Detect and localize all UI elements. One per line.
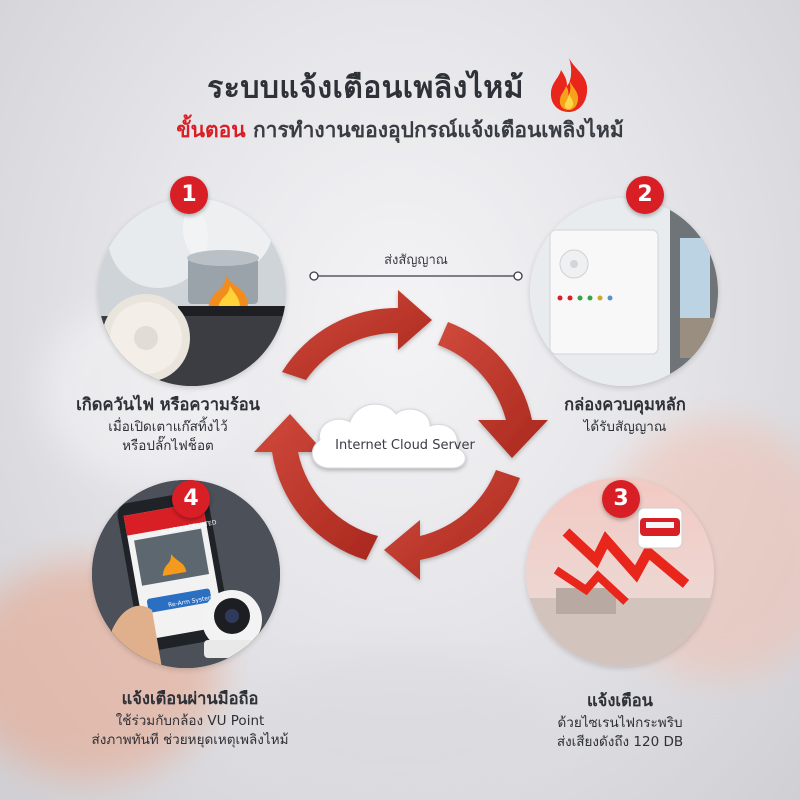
step-2-title: กล่องควบคุมหลัก — [564, 395, 686, 414]
step-1-caption: เกิดควันไฟ หรือความร้อน เมื่อเปิดเตาแก๊ส… — [18, 392, 318, 456]
signal-line — [309, 271, 523, 281]
subtitle-highlight: ขั้นตอน — [176, 118, 246, 142]
step-4-caption: แจ้งเตือนผ่านมือถือ ใช้ร่วมกับกล้อง VU P… — [40, 686, 340, 750]
cloud-server-label: Internet Cloud Server — [335, 438, 475, 453]
smoke-bottom — [250, 650, 550, 800]
step-1-title: เกิดควันไฟ หรือความร้อน — [76, 395, 260, 414]
step-2-photo — [530, 198, 718, 386]
step-2-badge: 2 — [626, 176, 664, 214]
step-4-title: แจ้งเตือนผ่านมือถือ — [121, 689, 259, 708]
step-2-line-1: ได้รับสัญญาณ — [583, 419, 667, 435]
step-4-line-1: ใช้ร่วมกับกล้อง VU Point — [115, 713, 265, 729]
step-4-line-2: ส่งภาพทันที ช่วยหยุดเหตุเพลิงไหม้ — [91, 732, 289, 748]
step-3-line-1: ด้วยไซเรนไฟกระพริบ — [557, 715, 683, 731]
cloud-icon — [311, 403, 466, 469]
cycle-arrow-right — [438, 322, 548, 458]
fire-icon — [545, 56, 593, 122]
cycle-arrow-bottom — [384, 470, 520, 580]
step-1-photo — [98, 198, 286, 386]
step-4-badge: 4 — [172, 480, 210, 518]
step-1-badge: 1 — [170, 176, 208, 214]
step-3-line-2: ส่งเสียงดังถึง 120 DB — [556, 734, 684, 750]
page-subtitle: ขั้นตอน การทำงานของอุปกรณ์แจ้งเตือนเพลิง… — [0, 114, 800, 147]
step-3-caption: แจ้งเตือน ด้วยไซเรนไฟกระพริบ ส่งเสียงดัง… — [490, 688, 750, 752]
step-3-title: แจ้งเตือน — [587, 691, 653, 710]
step-1-line-1: เมื่อเปิดเตาแก๊สทิ้งไว้ — [108, 419, 228, 435]
signal-label: ส่งสัญญาณ — [384, 253, 448, 268]
step-2-caption: กล่องควบคุมหลัก ได้รับสัญญาณ — [500, 392, 750, 437]
step-3-badge: 3 — [602, 480, 640, 518]
title-text: ระบบแจ้งเตือนเพลิงไหม้ — [207, 70, 524, 106]
cycle-arrow-top — [282, 290, 432, 380]
subtitle-text: การทำงานของอุปกรณ์แจ้งเตือนเพลิงไหม้ — [252, 118, 624, 142]
cycle-arrow-left — [254, 414, 378, 560]
page-title: ระบบแจ้งเตือนเพลิงไหม้ — [0, 56, 800, 122]
step-1-line-2: หรือปลั๊กไฟช็อต — [122, 438, 214, 454]
